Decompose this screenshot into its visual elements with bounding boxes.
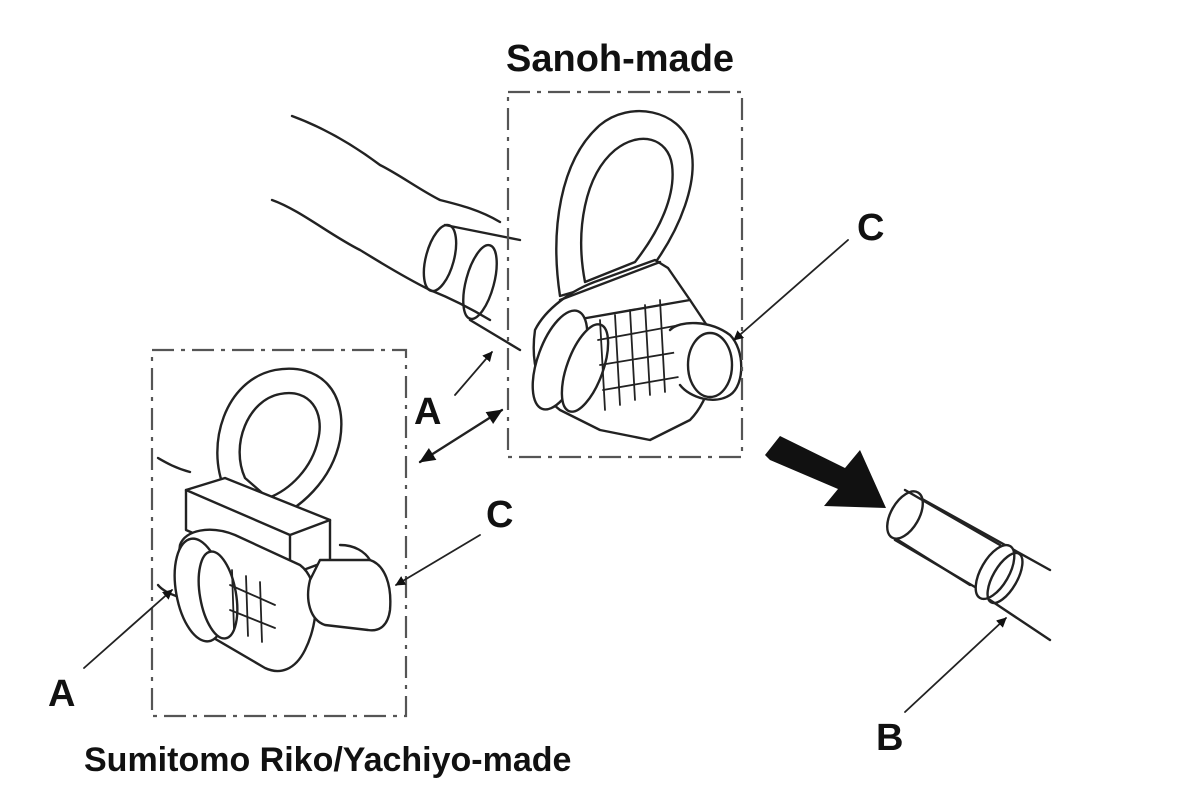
leader-b <box>904 617 1007 713</box>
fuel-pipe <box>886 488 1052 642</box>
sanoh-title: Sanoh-made <box>506 38 734 80</box>
sumitomo-quick-connector <box>156 367 392 673</box>
leader-a-upper <box>454 351 493 396</box>
sumitomo-title: Sumitomo Riko/Yachiyo-made <box>84 741 571 779</box>
label-c-lower: C <box>486 494 513 536</box>
label-a-lower: A <box>48 673 75 715</box>
disconnect-direction-arrow <box>765 436 886 508</box>
label-a-upper: A <box>414 391 441 433</box>
leader-c-upper <box>733 239 849 341</box>
leader-c-lower <box>395 534 481 586</box>
interchangeable-arrow <box>418 408 504 464</box>
sanoh-detail-frame <box>506 90 744 459</box>
sumitomo-detail-frame <box>150 348 408 718</box>
sanoh-quick-connector <box>531 110 743 442</box>
label-b: B <box>876 717 903 759</box>
leader-a-lower <box>83 589 173 669</box>
upper-fuel-hose <box>270 114 522 352</box>
label-c-upper: C <box>857 207 884 249</box>
